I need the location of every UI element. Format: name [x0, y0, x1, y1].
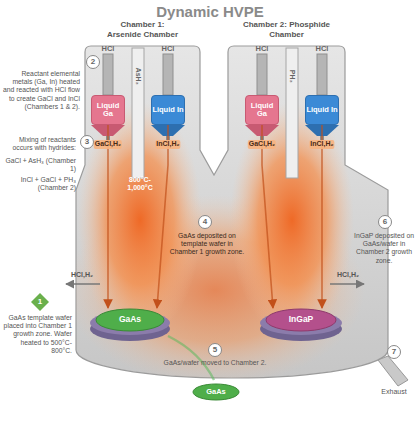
- flow-label: HCl,H₂: [326, 271, 370, 279]
- boat-funnel: [151, 125, 185, 136]
- boat-funnel: [245, 125, 279, 136]
- exhaust-pipe: [378, 356, 408, 386]
- flow-label: InCl,H₂: [155, 140, 180, 149]
- boat-funnel: [305, 125, 339, 136]
- annotation-text: GaAs/wafer moved to Chamber 2.: [150, 359, 280, 367]
- callout-diamond: [31, 293, 49, 311]
- diagram-title: Dynamic HVPE: [0, 3, 420, 20]
- boat-label: Liquid Ga: [246, 102, 278, 119]
- hcl-pipe: [317, 54, 327, 95]
- wafer-outline: [266, 309, 336, 331]
- callout-number: 4: [199, 217, 211, 227]
- reactor-chamber: Chamber 2: Phosphide ChamberLiquid Ga Liq…: [228, 20, 345, 132]
- callout-circle: [87, 56, 100, 69]
- boat-label: Liquid In: [152, 106, 183, 115]
- annotation-text: GaAs template wafer placed into Chamber …: [0, 314, 72, 355]
- hcl-pipe: [257, 54, 267, 95]
- boat-funnel: [91, 125, 125, 136]
- gas-flow-connector: [262, 125, 273, 308]
- callout-circle: [81, 136, 94, 149]
- wafer-label: GaAs: [119, 315, 141, 325]
- wafer-disc: GaAs: [95, 308, 165, 332]
- annotation-text: GaCl + AsH₃ (Chamber 1): [0, 157, 76, 173]
- flow-label: GaCl,H₂: [94, 140, 122, 149]
- flow-label: InCl,H₂: [309, 140, 334, 149]
- callout-circle: [388, 346, 401, 359]
- callout-number: 3: [81, 137, 93, 147]
- hydride-tube: [286, 48, 298, 178]
- liquid-metal-boat: Liquid In: [151, 95, 185, 125]
- annotation-text: InGaP deposited on GaAs/wafer in Chamber…: [350, 232, 418, 265]
- annotation-text: GaAs deposited on template wafer in Cham…: [168, 232, 246, 257]
- liquid-metal-boat: Liquid In: [305, 95, 339, 125]
- callout-circle: [379, 216, 392, 229]
- flow-label: 800°C- 1,000°C: [118, 176, 162, 193]
- callout-number: 2: [87, 57, 99, 67]
- heat-glow: [65, 102, 365, 385]
- wafer-label: GaAs: [206, 388, 226, 397]
- reactor-chamber: Chamber 1: Arsenide ChamberLiquid Ga Liqu…: [85, 20, 200, 132]
- annotation-text: Reactant elemental metals (Ga, In) heate…: [0, 70, 80, 111]
- liquid-metal-boat: Liquid Ga: [91, 95, 125, 125]
- gas-flow-connector: [107, 125, 109, 308]
- flow-label: HCl: [247, 45, 277, 54]
- wafer-disc: InGaP: [265, 308, 337, 332]
- boat-label: Liquid Ga: [92, 102, 124, 119]
- gas-label: PH₃: [288, 62, 296, 90]
- chamber-heading: Chamber 1: Arsenide Chamber: [104, 20, 182, 39]
- flow-label: HCl,H₂: [60, 271, 104, 279]
- wafer-disc: GaAs: [192, 383, 240, 401]
- outflow-arrow: [330, 283, 364, 285]
- flow-label: HCl: [307, 45, 337, 54]
- wafer-trail: [168, 336, 214, 380]
- callout-number: 6: [379, 217, 391, 227]
- wafer-label: InGaP: [289, 315, 314, 325]
- chamber-heading: Chamber 2: Phosphide Chamber: [243, 20, 331, 39]
- annotation-text: Mixing of reactants occurs with hydrides…: [0, 136, 76, 152]
- boat-label: Liquid In: [306, 106, 337, 115]
- callout-circle: [199, 216, 212, 229]
- callout-circle: [209, 344, 222, 357]
- callout-number: 5: [209, 345, 221, 355]
- gas-flow-connector: [157, 125, 168, 308]
- gas-label: AsH₃: [134, 62, 142, 90]
- wafer-outline: [96, 309, 164, 331]
- hcl-pipe: [163, 54, 173, 95]
- outflow-arrow: [66, 283, 100, 285]
- annotation-text: InCl + GaCl + PH₃ (Chamber 2): [0, 176, 76, 192]
- callout-number: 7: [388, 347, 400, 357]
- flow-label: GaCl,H₂: [248, 140, 276, 149]
- callout-number: 1: [34, 297, 46, 307]
- hydride-tube: [132, 48, 144, 178]
- hcl-pipe: [103, 54, 113, 95]
- flow-label: HCl: [93, 45, 123, 54]
- liquid-metal-boat: Liquid Ga: [245, 95, 279, 125]
- wafer-outline: [193, 384, 239, 400]
- flow-label: Exhaust: [370, 388, 418, 396]
- gas-flow-connector: [321, 125, 323, 308]
- flow-label: HCl: [153, 45, 183, 54]
